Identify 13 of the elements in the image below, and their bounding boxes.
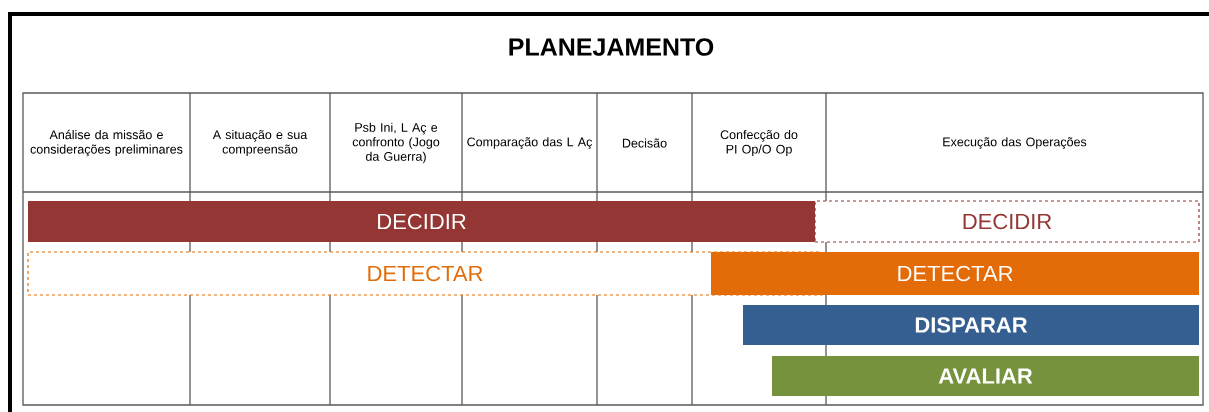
phase-bar: DETECTAR bbox=[711, 252, 1199, 295]
column-header: Confecção do PI Op/O Op bbox=[720, 129, 798, 157]
column-header: Execução das Operações bbox=[943, 137, 1087, 149]
title: PLANEJAMENTO bbox=[509, 38, 714, 56]
column-header: A situação e sua compreensão bbox=[212, 129, 308, 157]
phase-bar: DECIDIR bbox=[28, 201, 815, 242]
phase-bar: DISPARAR bbox=[743, 305, 1199, 345]
dashed-bar: DECIDIR bbox=[814, 200, 1200, 243]
column-header: Comparação das L Aç bbox=[467, 137, 592, 149]
column-header: Análise da missão e considerações preliminares bbox=[30, 129, 183, 157]
column-header: Psb Ini, L Aç e confronto (Jogo da Guerra) bbox=[352, 122, 440, 164]
column-header: Decisão bbox=[622, 138, 667, 148]
phase-bar: AVALIAR bbox=[772, 356, 1199, 396]
